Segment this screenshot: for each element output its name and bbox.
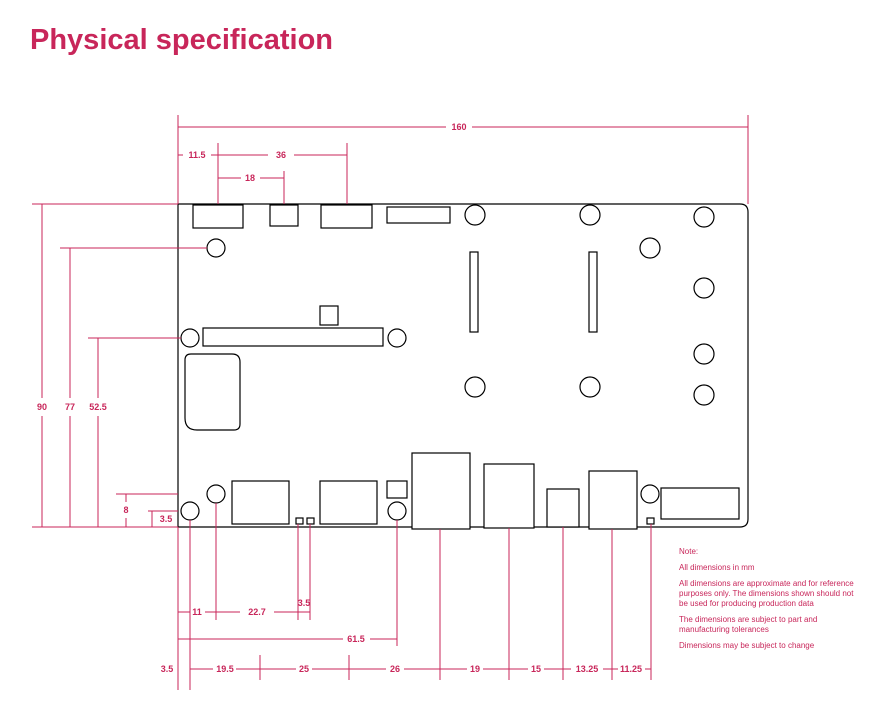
bottom-connector-7: [588, 470, 638, 530]
hole: [206, 484, 226, 504]
hole: [693, 343, 715, 365]
dim-label: 3.5: [160, 514, 173, 524]
top-connector-4: [386, 206, 451, 224]
hole: [579, 376, 601, 398]
top-connector-2: [269, 204, 299, 227]
note-item: All dimensions are approximate and for r…: [679, 579, 854, 608]
dim-label: 11.5: [188, 150, 205, 160]
bottom-connector-6: [546, 488, 580, 528]
bottom-connector-2: [319, 480, 378, 525]
hole: [387, 501, 407, 521]
hole: [180, 501, 200, 521]
led: [306, 517, 315, 525]
page-title: Physical specification: [30, 24, 334, 56]
bottom-connector-4: [411, 452, 471, 530]
top-connector-3: [320, 204, 373, 229]
hole: [387, 328, 407, 348]
dim-label: 15: [531, 664, 541, 674]
hole: [693, 206, 715, 228]
dim-label: 8: [123, 505, 128, 515]
chip-outline: [184, 353, 241, 431]
bottom-connector-1: [231, 480, 290, 525]
hole: [464, 376, 486, 398]
hole: [693, 277, 715, 299]
top-connector-1: [192, 204, 244, 229]
notes-panel: Note: All dimensions in mm All dimension…: [679, 547, 859, 657]
dim-label: 18: [245, 173, 255, 183]
dim-label: 160: [451, 122, 466, 132]
slot: [588, 251, 598, 333]
slot: [469, 251, 479, 333]
dim-label: 77: [65, 402, 75, 412]
dim-label: 11: [192, 607, 202, 617]
led: [295, 517, 304, 525]
notes-heading: Note:: [679, 547, 699, 556]
bottom-connector-5: [483, 463, 535, 529]
dim-label: 3.5: [298, 598, 311, 608]
hole: [206, 238, 226, 258]
hole: [579, 204, 601, 226]
hole: [640, 484, 660, 504]
dim-label: 26: [390, 664, 400, 674]
gpio-header: [202, 327, 384, 347]
small-component: [319, 305, 339, 326]
note-item: All dimensions in mm: [679, 563, 755, 572]
hole: [693, 384, 715, 406]
note-item: Dimensions may be subject to change: [679, 641, 815, 650]
dim-label: 13.25: [576, 664, 599, 674]
dim-label: 61.5: [347, 634, 365, 644]
bottom-connector-8: [660, 487, 740, 520]
hole: [180, 328, 200, 348]
note-item: The dimensions are subject to part and m…: [679, 615, 818, 634]
bottom-connector-3: [386, 480, 408, 499]
dim-label: 36: [276, 150, 286, 160]
dim-label: 22.7: [248, 607, 266, 617]
hole: [639, 237, 661, 259]
dim-label: 90: [37, 402, 47, 412]
dim-label: 25: [299, 664, 309, 674]
dim-label: 19: [470, 664, 480, 674]
board-outline: [177, 203, 749, 528]
dim-label: 3.5: [161, 664, 174, 674]
hole: [464, 204, 486, 226]
dim-label: 52.5: [89, 402, 107, 412]
led: [646, 517, 655, 525]
dim-label: 11.25: [620, 664, 642, 674]
dim-label: 19.5: [216, 664, 234, 674]
